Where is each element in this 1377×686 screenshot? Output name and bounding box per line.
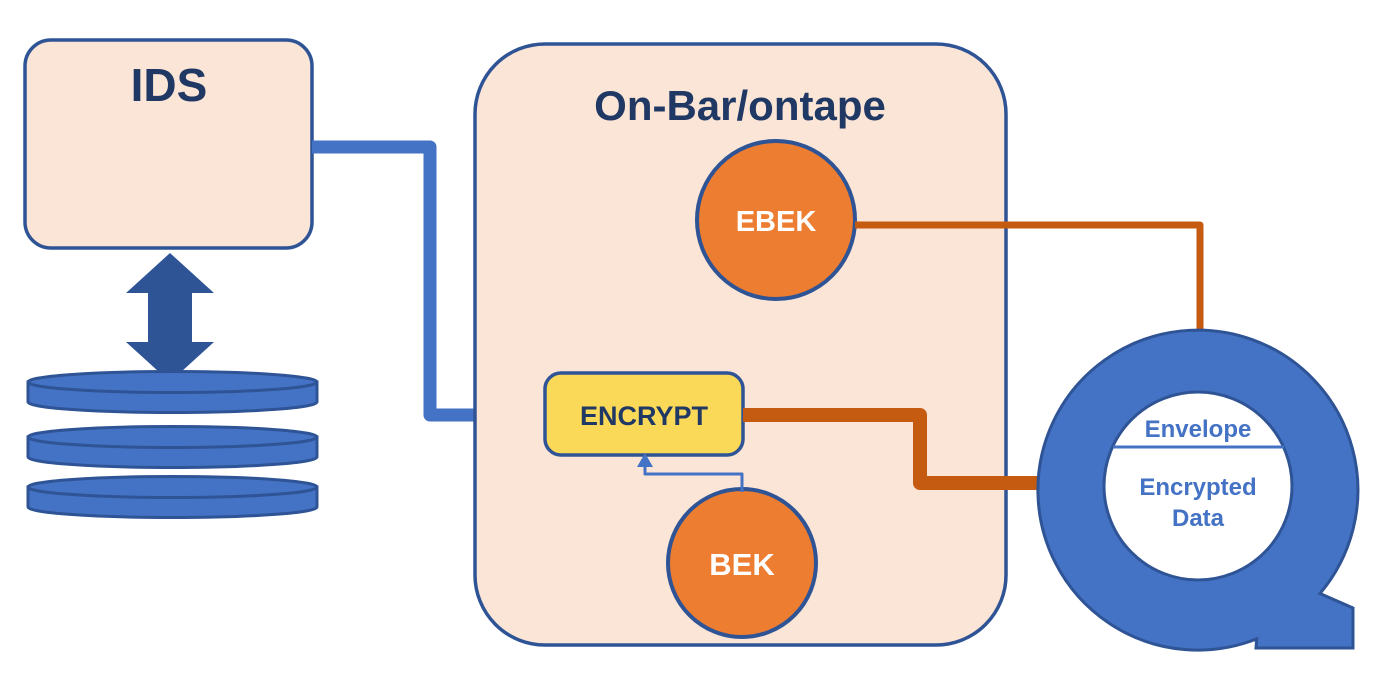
encrypt-node: ENCRYPT <box>543 371 745 457</box>
ebek-node: EBEK <box>695 139 857 301</box>
database-disk <box>26 425 319 469</box>
onbar-box <box>473 42 1008 647</box>
encrypted-data-label-line2: Data <box>1172 505 1225 532</box>
tape-node: Envelope Encrypted Data <box>1036 328 1360 652</box>
bek-node: BEK <box>666 487 818 639</box>
envelope-label: Envelope <box>1145 416 1252 443</box>
ids-label: IDS <box>131 59 208 111</box>
onbar-title: On-Bar/ontape <box>594 82 886 129</box>
bek-to-encrypt-arrow <box>637 453 744 492</box>
database-disk <box>26 370 319 414</box>
ids-db-double-arrow-icon <box>126 253 214 382</box>
encrypt-label: ENCRYPT <box>580 401 709 431</box>
ids-node: IDS <box>23 38 314 250</box>
bek-label: BEK <box>709 547 775 582</box>
encrypted-data-label-line1: Encrypted <box>1139 474 1256 501</box>
onbar-node: On-Bar/ontape <box>473 42 1008 647</box>
tape-q-icon <box>1036 328 1360 652</box>
ebek-label: EBEK <box>736 206 817 238</box>
database-icon <box>26 370 319 519</box>
ebek-circle <box>695 139 857 301</box>
database-disk <box>26 475 319 519</box>
